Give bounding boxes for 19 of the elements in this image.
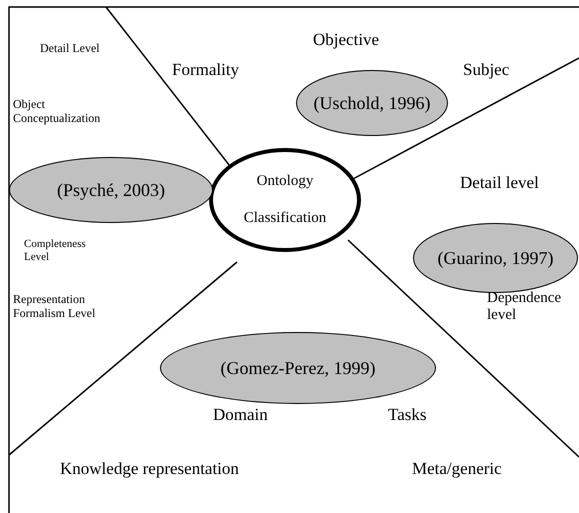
criterion-label: Meta/generic bbox=[412, 459, 502, 479]
criterion-label: Formality bbox=[172, 60, 240, 80]
criterion-label: Completeness Level bbox=[24, 238, 87, 264]
node-label: Classification bbox=[244, 210, 326, 227]
node-label: Ontology bbox=[256, 173, 314, 190]
citation-text: (Uschold, 1996) bbox=[314, 92, 430, 114]
citation-text: (Guarino, 1997) bbox=[438, 248, 554, 268]
criterion-label: Knowledge representation bbox=[60, 459, 239, 479]
criterion-label: Tasks bbox=[388, 405, 426, 425]
criterion-label: Domain bbox=[213, 405, 268, 425]
criterion-label: Dependence level bbox=[487, 290, 562, 324]
citation-text: (Psyché, 2003) bbox=[57, 180, 165, 200]
criterion-label: Object Conceptualization bbox=[13, 98, 102, 126]
criterion-label: Subjec bbox=[463, 60, 510, 80]
criterion-label: Objective bbox=[313, 30, 380, 50]
criterion-label: Detail Level bbox=[40, 42, 100, 56]
citation-text: (Gomez-Perez, 1999) bbox=[220, 358, 376, 378]
criterion-label: Detail level bbox=[460, 173, 539, 193]
criterion-label: Representation Formalism Level bbox=[13, 293, 96, 321]
